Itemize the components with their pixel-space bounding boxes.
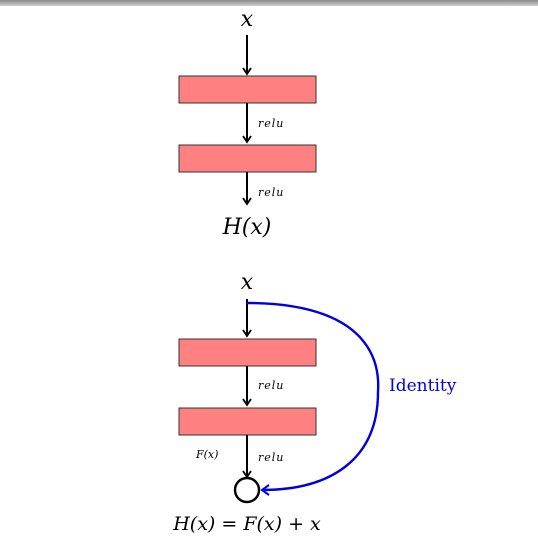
residual-input-label: x bbox=[241, 270, 254, 295]
addition-node bbox=[233, 476, 261, 504]
residual-weight-layer-1 bbox=[178, 338, 317, 367]
plain-relu-label-1: relu bbox=[258, 117, 284, 130]
plain-relu-label-2: relu bbox=[258, 186, 284, 199]
residual-weight-layer-2 bbox=[178, 407, 317, 436]
identity-label: Identity bbox=[389, 376, 457, 396]
residual-block: x relu relu F(x) Identity H(x) = F(x) + … bbox=[172, 270, 456, 535]
residual-relu-label-2: relu bbox=[258, 451, 284, 464]
residual-function-label: F(x) bbox=[195, 448, 218, 461]
window-top-bar bbox=[0, 0, 538, 6]
plain-output-label: H(x) bbox=[222, 215, 272, 240]
residual-relu-label-1: relu bbox=[258, 379, 284, 392]
plain-weight-layer-2 bbox=[178, 144, 317, 173]
residual-output-equation: H(x) = F(x) + x bbox=[172, 513, 321, 535]
identity-skip-arrow bbox=[246, 301, 380, 496]
plain-weight-layer-1 bbox=[178, 75, 317, 104]
plain-input-label: x bbox=[241, 7, 254, 32]
plain-network: x relu relu H(x) bbox=[178, 7, 317, 240]
